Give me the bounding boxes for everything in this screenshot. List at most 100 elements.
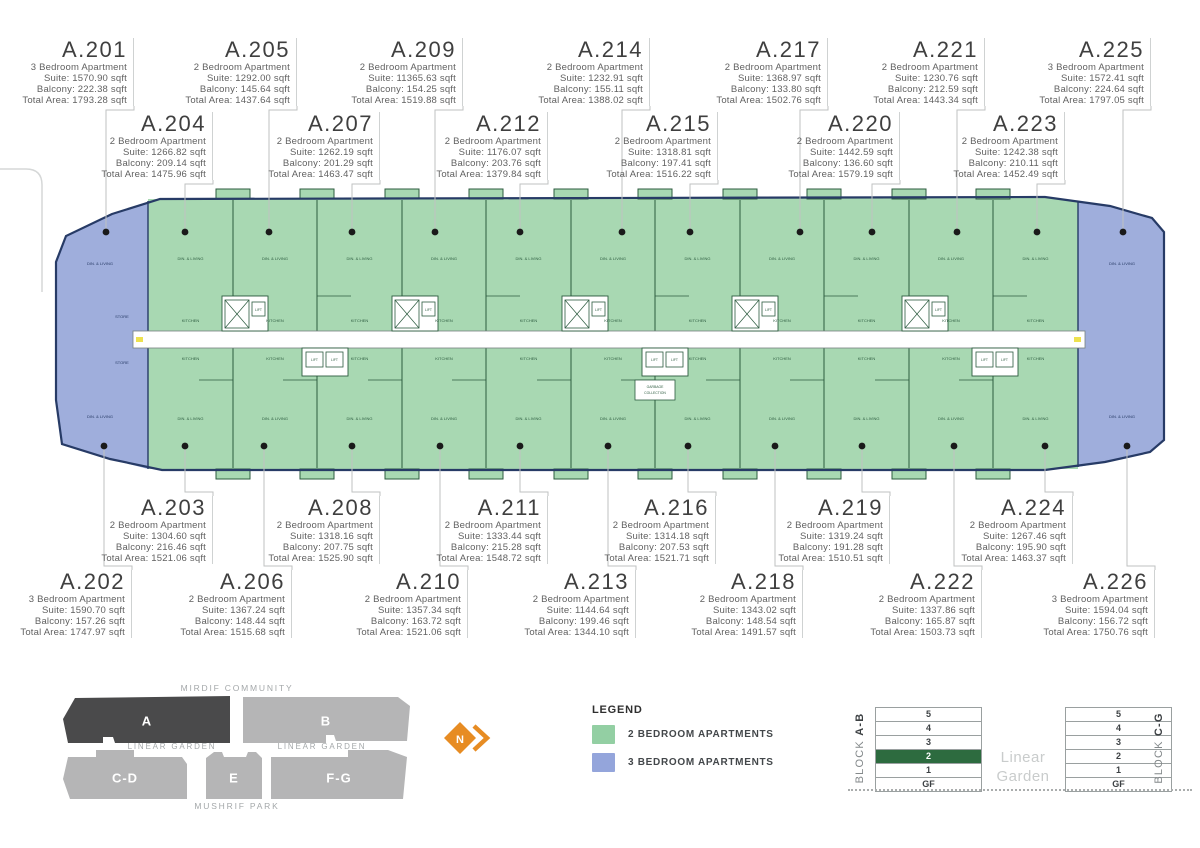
unit-dot [1033, 228, 1041, 236]
unit-dot [436, 442, 444, 450]
room-label: DIN. & LIVING [853, 416, 879, 421]
unit-dot [265, 228, 273, 236]
leader-line [268, 106, 298, 229]
floor-row-a-b-3[interactable]: 3 [876, 735, 981, 749]
unit-dot [868, 228, 876, 236]
unit-id: A.205 [225, 37, 290, 62]
garbage-label: GARBAGE [647, 385, 665, 389]
leader-line [351, 180, 381, 229]
unit-balcony-area: Balcony: 199.46 sqft [538, 616, 629, 627]
floor-row-c-g-1[interactable]: 1 [1066, 763, 1171, 777]
unit-type: 2 Bedroom Apartment [612, 520, 709, 531]
unit-type: 2 Bedroom Apartment [969, 520, 1066, 531]
room-label: STORE [115, 314, 129, 319]
north-indicator: N [444, 722, 491, 754]
room-label: KITCHEN [773, 356, 791, 361]
site-block-a[interactable] [63, 696, 230, 743]
room-label: DIN. & LIVING [431, 416, 457, 421]
room-label: KITCHEN [858, 356, 876, 361]
unit-total-area: Total Area: 1502.76 sqft [716, 95, 821, 106]
site-block-c-d[interactable] [63, 750, 187, 799]
unit-total-area: Total Area: 1388.02 sqft [538, 95, 643, 106]
room-label: DIN. & LIVING [515, 416, 541, 421]
unit-type: 2 Bedroom Apartment [444, 136, 541, 147]
room-label: DIN. & LIVING [87, 261, 113, 266]
unit-suite-area: Suite: 1594.04 sqft [1064, 605, 1148, 616]
floor-row-a-b-2[interactable]: 2 [876, 749, 981, 763]
unit-total-area: Total Area: 1515.68 sqft [180, 627, 285, 638]
unit-balcony-area: Balcony: 154.25 sqft [365, 84, 456, 95]
unit-type: 2 Bedroom Apartment [961, 136, 1058, 147]
floor-row-a-b-5[interactable]: 5 [925, 709, 931, 719]
unit-total-area: Total Area: 1579.19 sqft [788, 169, 893, 180]
room-label: DIN. & LIVING [1109, 261, 1135, 266]
unit-id: A.220 [828, 111, 893, 136]
unit-id: A.206 [220, 569, 285, 594]
floor-row-c-g-2[interactable]: 2 [1066, 749, 1171, 763]
stairs-diagonal [904, 299, 930, 329]
unit-id: A.222 [910, 569, 975, 594]
north-chevron [472, 724, 491, 752]
unit-id: A.202 [60, 569, 125, 594]
unit-balcony-area: Balcony: 210.11 sqft [968, 158, 1058, 169]
unit-suite-area: Suite: 1292.00 sqft [206, 73, 290, 84]
floor-row-a-b-gf[interactable]: GF [876, 777, 981, 791]
unit-suite-area: Suite: 1333.44 sqft [457, 531, 541, 542]
unit-type: 2 Bedroom Apartment [724, 62, 821, 73]
room-label: KITCHEN [858, 318, 876, 323]
site-block-b[interactable] [243, 697, 410, 743]
leader-line [621, 106, 651, 229]
unit-total-area: Total Area: 1452.49 sqft [953, 169, 1058, 180]
room-label: DIN. & LIVING [769, 416, 795, 421]
site-block-label-a: A [141, 713, 153, 729]
room-label: DIN. & LIVING [177, 416, 203, 421]
floor-row-c-g-5[interactable]: 5 [1115, 709, 1121, 719]
unit-total-area: Total Area: 1750.76 sqft [1043, 627, 1148, 638]
floor-row-a-b-4[interactable]: 4 [876, 721, 981, 735]
unit-type: 2 Bedroom Apartment [276, 136, 373, 147]
floor-row-c-g-3[interactable]: 3 [1066, 735, 1171, 749]
unit-dot [796, 228, 804, 236]
room-label: DIN. & LIVING [684, 416, 710, 421]
room-label: DIN. & LIVING [262, 256, 288, 261]
floor-row-c-g-4[interactable]: 4 [1066, 721, 1171, 735]
site-block-e[interactable] [206, 752, 262, 799]
leader-line [434, 106, 464, 229]
unit-suite-area: Suite: 1144.64 sqft [546, 605, 629, 616]
legend-swatch [592, 725, 615, 744]
leader-line [105, 106, 135, 229]
unit-suite-area: Suite: 1176.07 sqft [458, 147, 541, 158]
legend-label: 3 BEDROOM APARTMENTS [628, 757, 774, 768]
unit-balcony-area: Balcony: 203.76 sqft [450, 158, 541, 169]
unit-balcony-area: Balcony: 155.11 sqft [553, 84, 643, 95]
leader-line [607, 449, 637, 570]
unit-total-area: Total Area: 1548.72 sqft [436, 553, 541, 564]
page-frame-line [0, 168, 43, 292]
unit-total-area: Total Area: 1525.90 sqft [268, 553, 373, 564]
unit-total-area: Total Area: 1443.34 sqft [873, 95, 978, 106]
unit-total-area: Total Area: 1475.96 sqft [101, 169, 206, 180]
site-block-f-g[interactable] [271, 750, 407, 799]
unit-dot [181, 228, 189, 236]
unit-balcony-area: Balcony: 156.72 sqft [1057, 616, 1148, 627]
site-block-label-b: B [320, 713, 332, 729]
unit-balcony-area: Balcony: 216.46 sqft [115, 542, 206, 553]
linear-garden-text: Linear Garden [996, 749, 1050, 785]
unit-suite-area: Suite: 1590.70 sqft [41, 605, 125, 616]
room-label: KITCHEN [689, 318, 707, 323]
north-diamond [444, 722, 476, 754]
leader-line [103, 449, 133, 570]
unit-balcony-area: Balcony: 148.54 sqft [705, 616, 796, 627]
floor-row-a-b-1[interactable]: 1 [876, 763, 981, 777]
floor-row-c-g-gf[interactable]: GF [1066, 777, 1171, 791]
unit-type: 2 Bedroom Apartment [109, 520, 206, 531]
unit-id: A.207 [308, 111, 373, 136]
room-label: KITCHEN [1027, 318, 1045, 323]
balcony [891, 188, 927, 200]
room-label: DIN. & LIVING [1022, 256, 1048, 261]
